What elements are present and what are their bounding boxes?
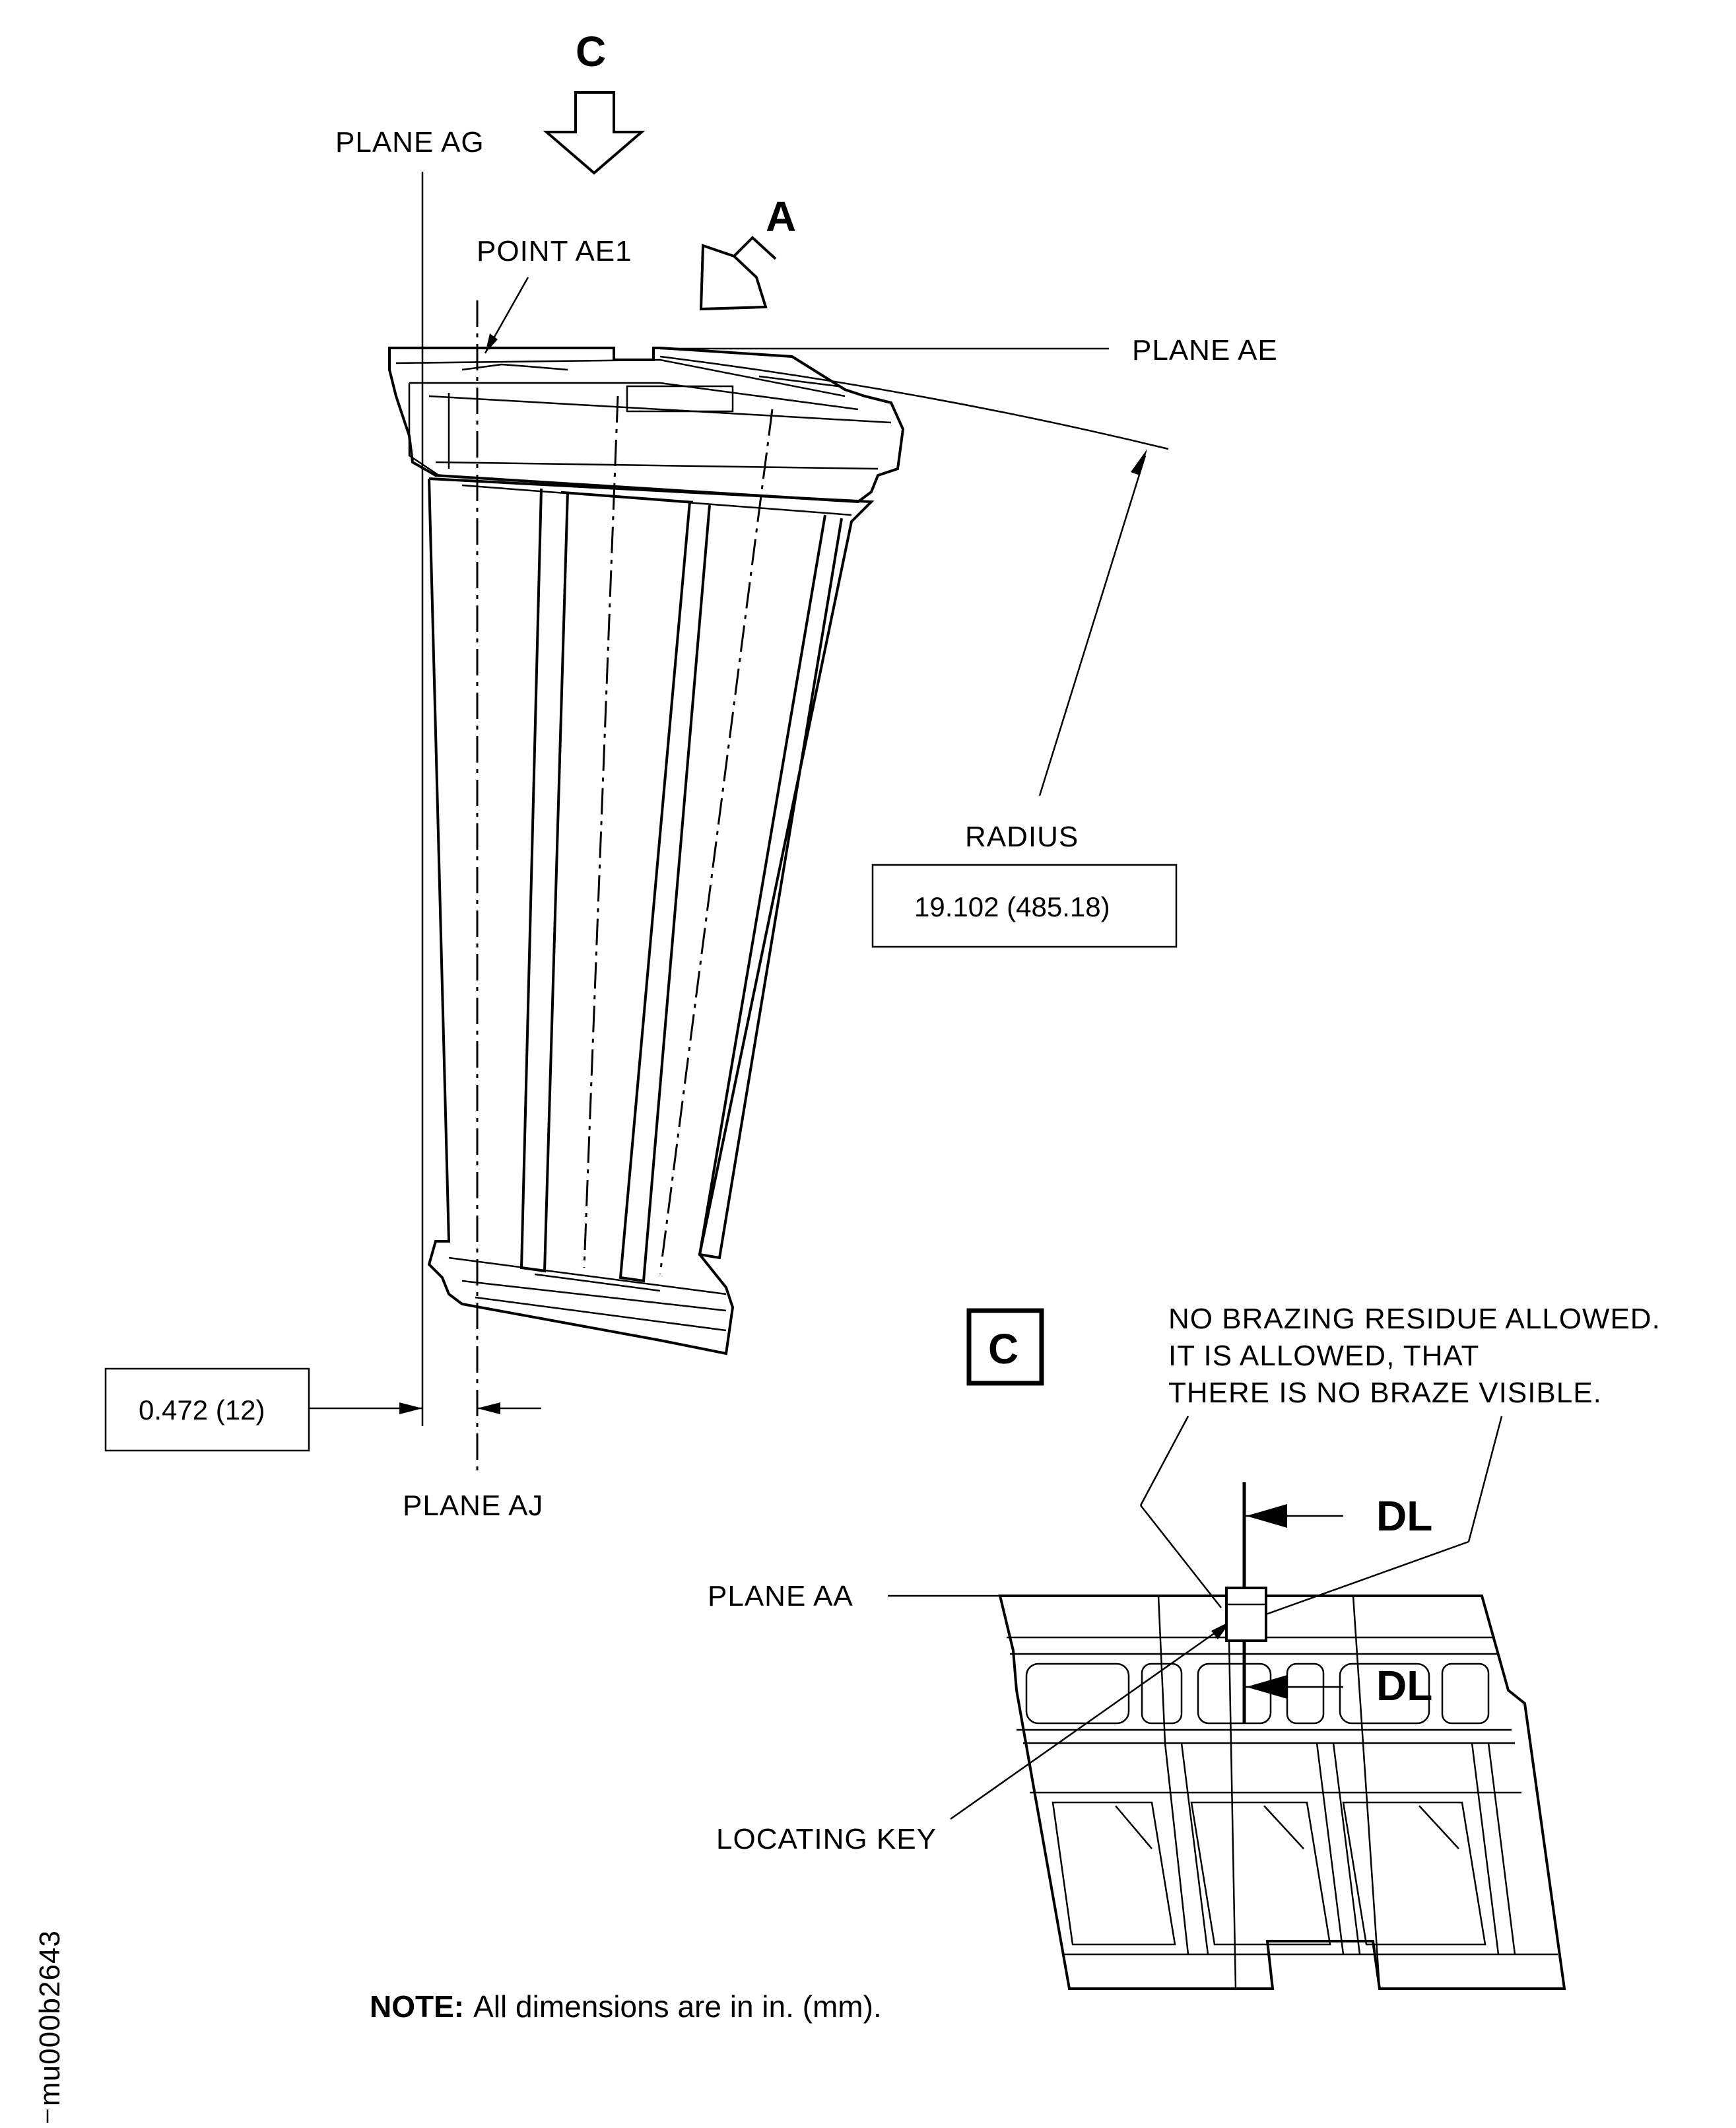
view-c-label: C [576,28,606,75]
plane-aa-label: PLANE AA [708,1580,853,1612]
note-leader-2b [1265,1540,1469,1616]
locating-key-label: LOCATING KEY [716,1823,937,1855]
dim-box [104,1367,310,1452]
plane-ae-label: PLANE AE [1132,334,1278,366]
detail-c-label: C [988,1325,1018,1373]
detail-c-box [966,1308,1044,1386]
note-leader-1 [1139,1416,1189,1506]
view-a-label: A [766,193,796,240]
radius-box [871,864,1178,948]
radius-label: RADIUS [965,821,1079,853]
vane-assembly [388,347,905,1356]
view-a-arrow: A [699,193,796,311]
note-prefix: NOTE: [370,1989,464,2024]
brazing-note: NO BRAZING RESIDUE ALLOWED. IT IS ALLOWE… [1168,1303,1661,1409]
dl-bottom-label: DL [1376,1662,1432,1709]
detail-c-section [998,1587,1566,1990]
radius-leader [1038,455,1147,796]
locating-key-block [1225,1587,1267,1642]
note-text: All dimensions are in in. (mm). [473,1989,882,2024]
dim-value: 0.472 (12) [139,1394,265,1425]
view-c-arrow: C [543,28,646,175]
note-line-2: IT IS ALLOWED, THAT [1168,1340,1479,1372]
radius-arc [659,355,1169,450]
radius-value: 19.102 (485.18) [914,891,1110,922]
dl-top-label: DL [1376,1492,1432,1540]
figure-id: mu000b2643 [34,1930,66,2106]
note-leader-1b [1140,1505,1222,1608]
point-ae1-label: POINT AE1 [477,235,632,267]
note-leader-2 [1467,1416,1503,1542]
plane-ag-label: PLANE AG [335,126,484,158]
note-line-1: NO BRAZING RESIDUE ALLOWED. [1168,1303,1661,1335]
dimensions-note: NOTE: All dimensions are in in. (mm). [370,1989,882,2024]
plane-aj-label: PLANE AJ [403,1490,543,1522]
locating-key-leader [950,1622,1230,1820]
note-line-3: THERE IS NO BRAZE VISIBLE. [1168,1377,1602,1409]
